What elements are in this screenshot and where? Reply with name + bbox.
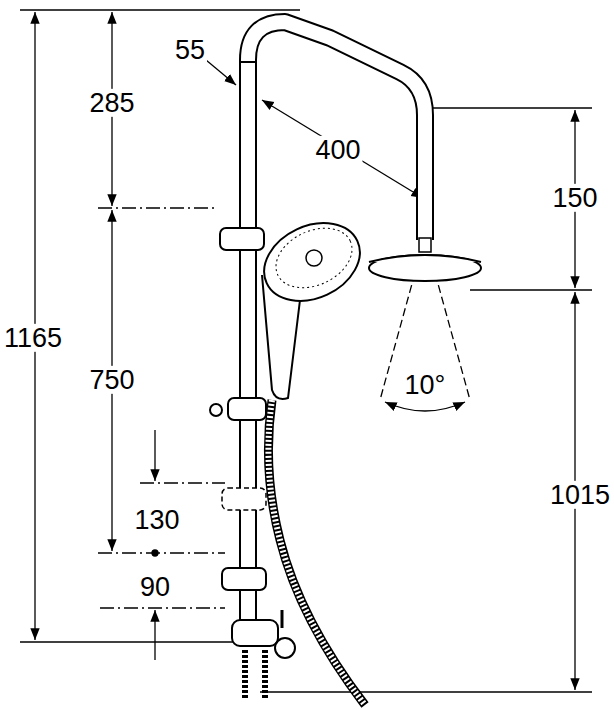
dimension-label: 285	[87, 89, 136, 117]
dimension-label: 400	[313, 136, 362, 164]
shower-rail	[210, 22, 481, 705]
dimension-label: 150	[550, 184, 599, 212]
dimension-label: 55	[173, 36, 207, 64]
dimension-label: 1165	[2, 324, 64, 352]
dimension-lines	[20, 10, 592, 692]
dimension-label: 90	[138, 573, 172, 601]
dimension-label: 130	[132, 506, 181, 534]
dimension-label: 1015	[548, 481, 612, 509]
dimension-label: 10°	[403, 371, 448, 399]
dimension-label: 750	[87, 366, 136, 394]
